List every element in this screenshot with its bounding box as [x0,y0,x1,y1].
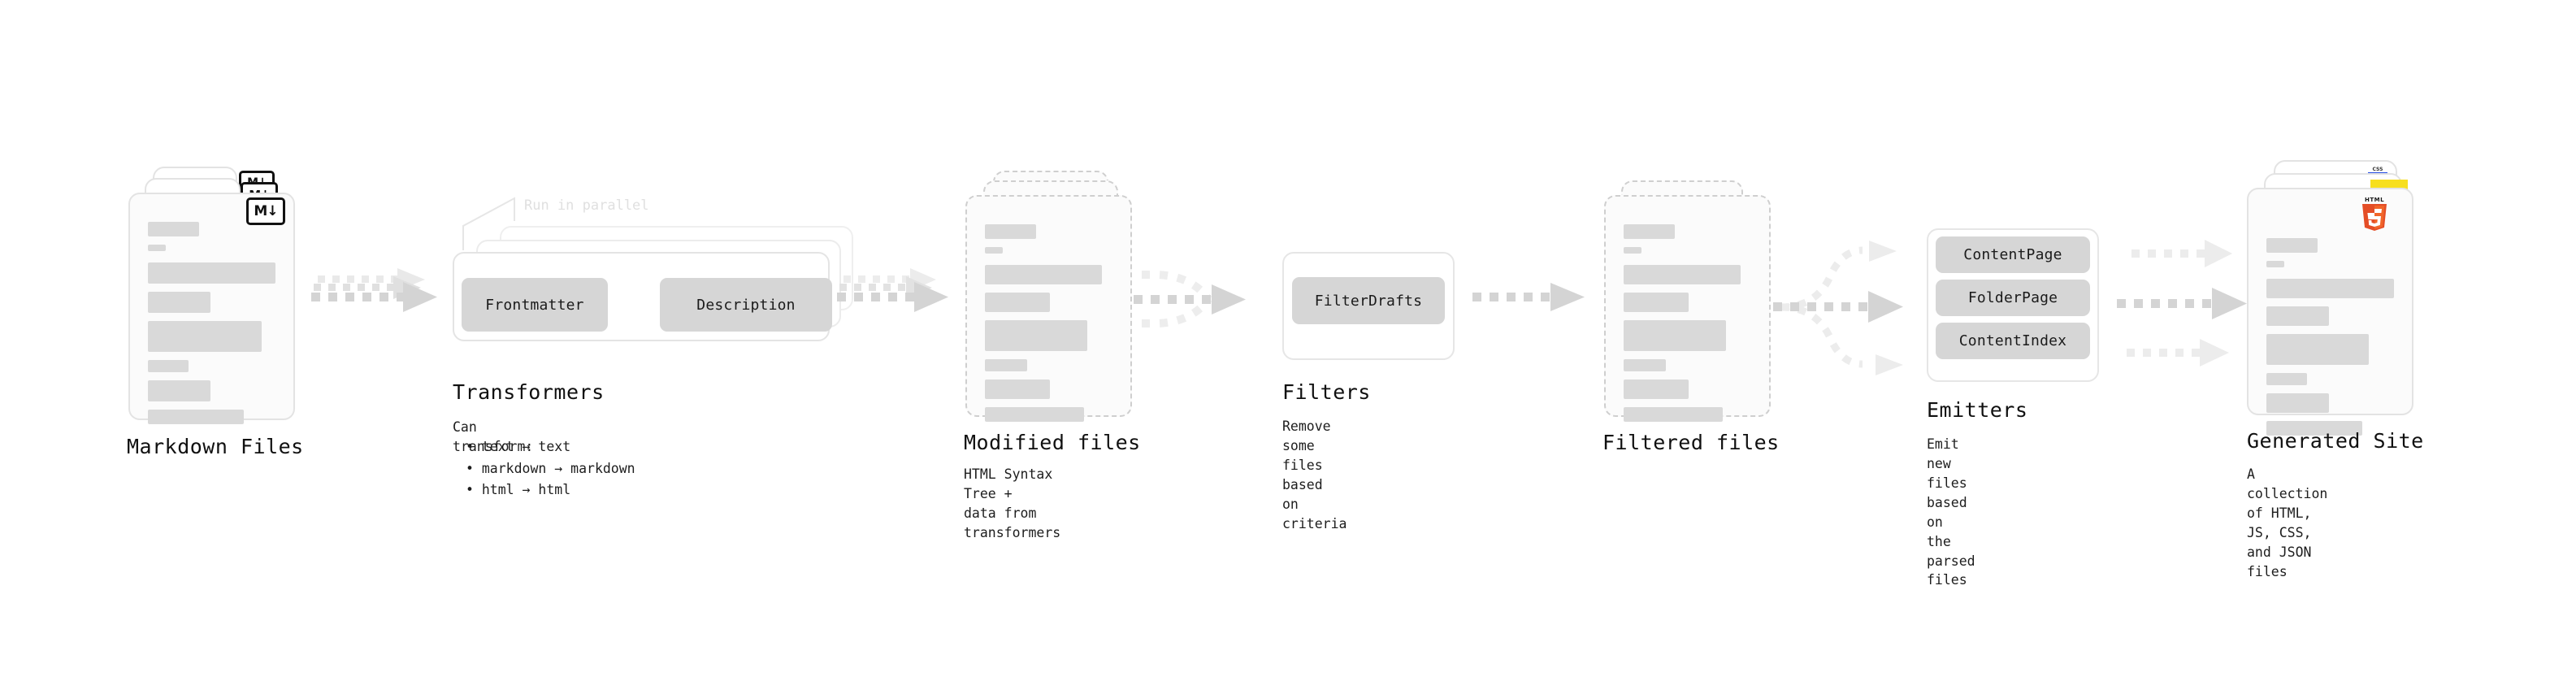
site-card-front[interactable] [2247,188,2413,436]
stage-title-markdown-files: Markdown Files [127,435,304,458]
filters-chip-filterdrafts[interactable]: FilterDrafts [1292,277,1445,324]
connector-modified-to-filters [1134,271,1246,327]
stage-title-emitters: Emitters [1927,398,2028,422]
transformers-bullet-1: • markdown → markdown [466,460,635,476]
svg-text:HTML: HTML [2365,197,2384,203]
run-in-parallel-leader [462,197,515,250]
doc-skeleton [2266,238,2394,444]
markdown-card-front[interactable] [128,193,295,424]
stage-title-modified-files: Modified files [964,431,1141,454]
html5-icon: HTML [2362,197,2387,231]
modified-card-front[interactable] [965,195,1132,422]
doc-skeleton [985,224,1112,430]
transformers-subtitle: Can transform: [453,419,534,454]
stage-title-generated-site: Generated Site [2247,429,2424,453]
transformers-bullet-2: • html → html [466,482,571,498]
emitters-subtitle: Emit new files based on the parsed files [1927,436,1975,588]
connector-emitters-to-site [2117,240,2247,367]
filters-subtitle: Remove some files based on criteria [1282,419,1347,531]
filtered-card-front[interactable] [1604,195,1771,422]
transformers-bullet-0: • text → text [466,439,571,454]
emitters-chip-contentpage[interactable]: ContentPage [1936,236,2090,273]
markdown-icon: M↓ [246,197,285,225]
stage-title-transformers: Transformers [453,380,605,404]
transformers-bullets: • text → text • markdown → markdown • ht… [453,436,635,501]
connector-transformers-to-modified [837,268,948,312]
svg-text:CSS: CSS [2373,167,2383,172]
emitters-chip-contentindex[interactable]: ContentIndex [1936,323,2090,359]
generated-site-subtitle: A collection of HTML, JS, CSS, and JSON … [2247,466,2328,579]
emitters-chip-folderpage[interactable]: FolderPage [1936,280,2090,316]
run-in-parallel-note: Run in parallel [524,197,649,214]
doc-skeleton [148,222,275,432]
stage-title-filters: Filters [1282,380,1371,404]
connector-md-to-transformers [311,268,437,312]
transformer-chip-frontmatter[interactable]: Frontmatter [462,278,608,332]
transformer-chip-description[interactable]: Description [660,278,832,332]
connector-filters-to-filtered [1472,283,1585,311]
connector-filtered-to-emitters [1773,241,1903,375]
modified-files-subtitle: HTML Syntax Tree + data from transformer… [964,466,1061,540]
stage-title-filtered-files: Filtered files [1602,431,1780,454]
doc-skeleton [1624,224,1751,430]
